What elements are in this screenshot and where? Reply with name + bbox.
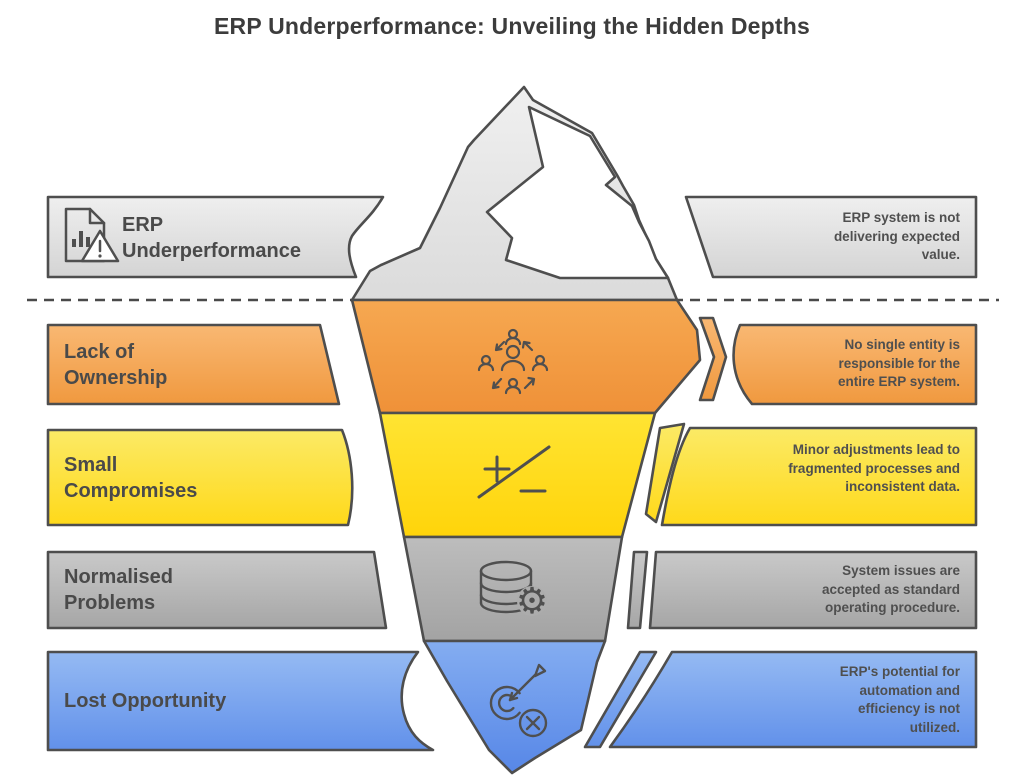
description-band-normalised-problems bbox=[648, 550, 978, 630]
row-description-lack-of-ownership: No single entity is responsible for the … bbox=[837, 337, 960, 389]
row-description-normalised-problems: System issues are accepted as standard o… bbox=[821, 563, 960, 615]
label-band-small-compromises bbox=[46, 428, 354, 527]
description-band-erp-underperformance bbox=[684, 195, 978, 279]
row-label-lost-opportunity: Lost Opportunity bbox=[64, 690, 227, 712]
description-band-lack-of-ownership bbox=[732, 323, 978, 406]
row-label-small-compromises: Small Compromises bbox=[64, 454, 198, 502]
iceberg-layer-problems bbox=[402, 535, 624, 643]
row-label-lack-of-ownership: Lack of Ownership bbox=[64, 341, 168, 389]
iceberg-facet bbox=[485, 105, 670, 280]
ice-fragment-compromises bbox=[644, 422, 686, 524]
iceberg-layer-ownership bbox=[350, 298, 702, 415]
svg-text:⚙: ⚙ bbox=[516, 581, 548, 622]
label-band-erp-underperformance bbox=[46, 195, 385, 279]
description-band-small-compromises bbox=[660, 426, 978, 527]
ice-fragment-opportunity bbox=[583, 650, 658, 749]
label-band-lost-opportunity bbox=[46, 650, 435, 752]
row-description-erp-underperformance: ERP system is not delivering expected va… bbox=[833, 210, 960, 262]
page-title: ERP Underperformance: Unveiling the Hidd… bbox=[214, 13, 810, 39]
team-delegation-icon bbox=[477, 328, 549, 395]
row-label-normalised-problems: Normalised Problems bbox=[64, 566, 173, 614]
label-band-normalised-problems bbox=[46, 550, 388, 630]
row-description-small-compromises: Minor adjustments lead to fragmented pro… bbox=[788, 442, 960, 494]
iceberg-layer-opportunity bbox=[422, 639, 607, 775]
database-gear-icon: ⚙ bbox=[479, 560, 548, 622]
plus-minus-icon bbox=[477, 445, 551, 499]
report-warning-icon bbox=[64, 207, 120, 263]
label-band-lack-of-ownership bbox=[46, 323, 341, 406]
iceberg-layer-compromises bbox=[378, 411, 657, 539]
ice-fragment-problems bbox=[626, 550, 649, 630]
ice-fragment-ownership bbox=[698, 316, 728, 402]
description-band-lost-opportunity bbox=[608, 650, 978, 749]
row-description-lost-opportunity: ERP's potential for automation and effic… bbox=[839, 664, 960, 735]
row-label-erp-underperformance: ERP Underperformance bbox=[122, 214, 301, 262]
missed-target-icon bbox=[489, 663, 548, 738]
